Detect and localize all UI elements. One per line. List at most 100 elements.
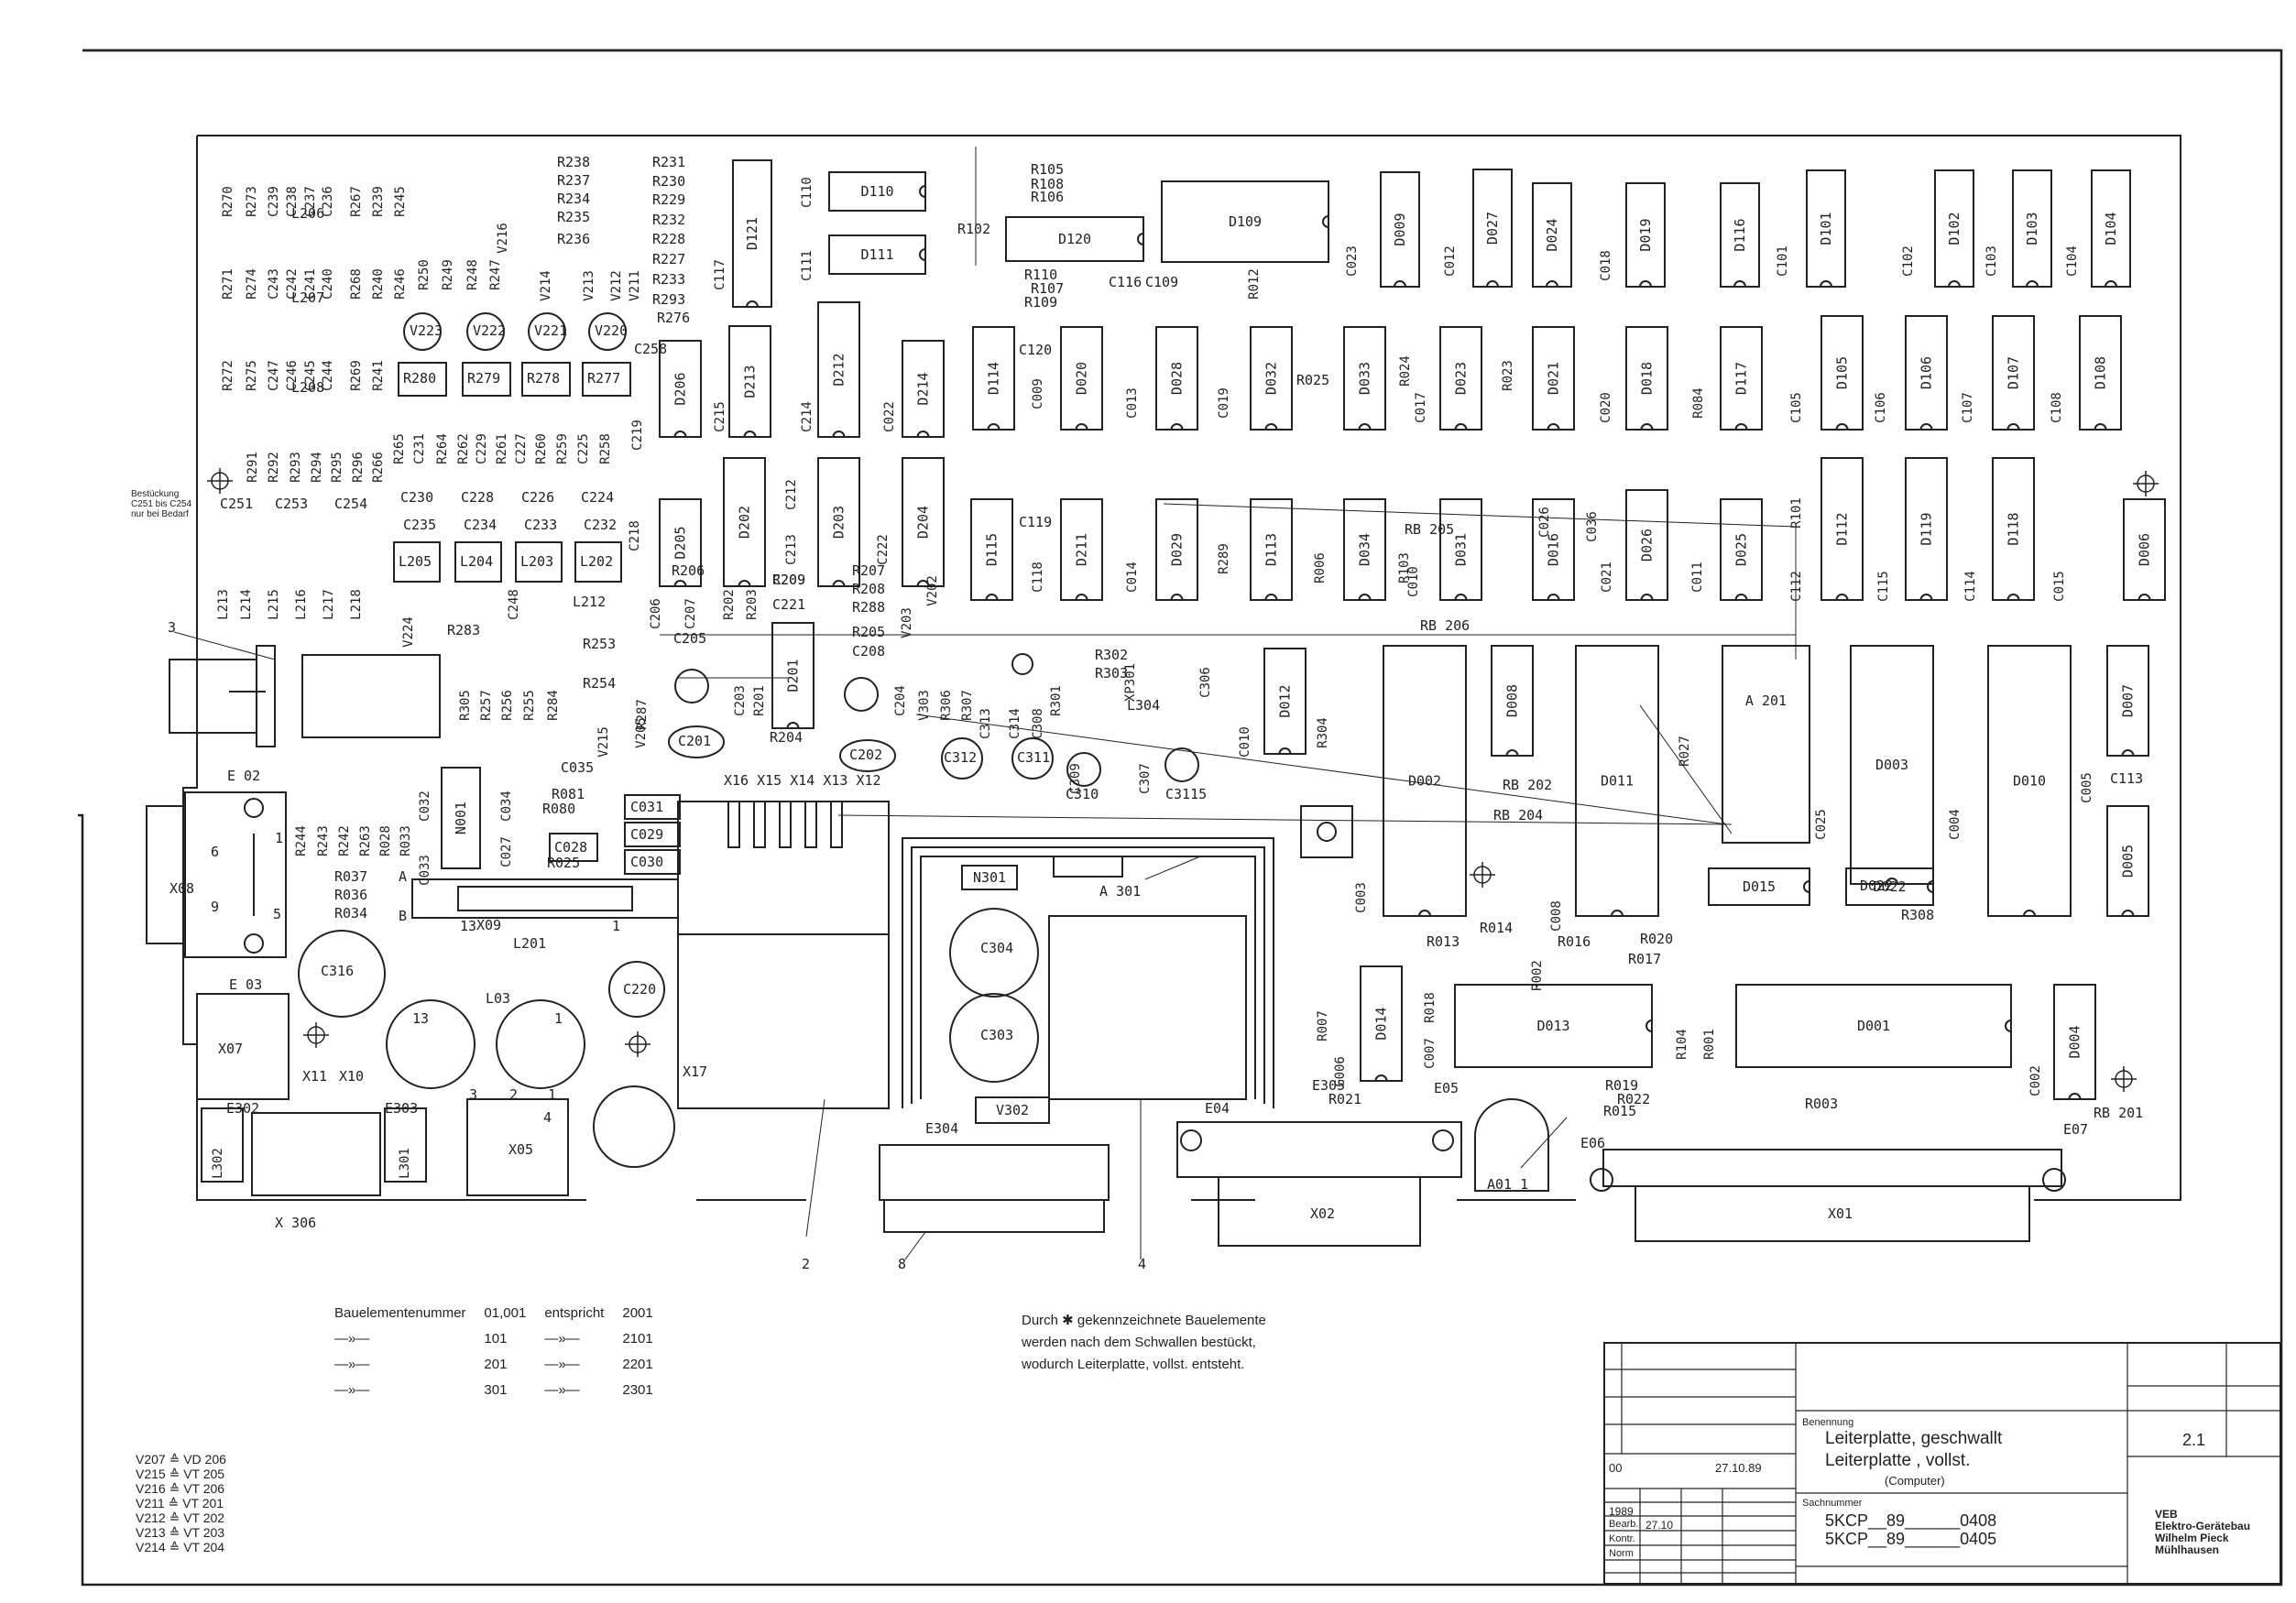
label-r272: R272 [221, 360, 235, 391]
ic-d016: D016 [1532, 498, 1575, 601]
label-r287: R287 [635, 699, 650, 730]
label-c226: C226 [521, 489, 554, 506]
label-x07: X07 [218, 1041, 243, 1057]
label-x05p4: 4 [543, 1109, 552, 1126]
numbering-cell: 201 [484, 1357, 508, 1372]
drawing-number-1: 5KCP__89______0408 [1825, 1511, 1997, 1530]
ic-label: D104 [2103, 212, 2119, 245]
label-r235: R235 [557, 209, 590, 225]
label-c238: C238 [285, 186, 300, 217]
label-x05p3: 3 [469, 1086, 477, 1103]
label-r080: R080 [542, 801, 575, 817]
label-c234: C234 [464, 517, 497, 533]
numbering-cell: —»— [544, 1357, 580, 1372]
label-r110: R110 [1024, 267, 1057, 283]
label-r105: R105 [1031, 161, 1064, 178]
label-r208: R208 [852, 581, 885, 597]
label-r237: R237 [557, 172, 590, 189]
label-c230: C230 [400, 489, 433, 506]
label-r253: R253 [583, 636, 616, 652]
label-c033: C033 [418, 855, 432, 886]
label-c104: C104 [2065, 245, 2080, 277]
label-pinA: A [399, 868, 407, 885]
ic-label: D012 [1277, 684, 1294, 717]
mounting-hole [1470, 862, 1495, 888]
label-r234: R234 [557, 191, 590, 207]
mounting-hole [2133, 471, 2159, 496]
label-v303: V303 [917, 690, 932, 721]
label-c204: C204 [893, 685, 908, 716]
ic-d106: D106 [1905, 315, 1948, 431]
ic-label: D106 [1919, 356, 1935, 389]
label-r256: R256 [500, 690, 515, 721]
ic-label: D024 [1544, 218, 1560, 251]
label-r239: R239 [371, 186, 386, 217]
ic-d002: D002 [1383, 645, 1467, 917]
label-r293: R293 [289, 452, 303, 483]
label-l216: L216 [294, 589, 309, 620]
label-l218: L218 [349, 589, 364, 620]
label-rb204: RB 204 [1493, 807, 1543, 823]
ic-d212: D212 [817, 301, 860, 438]
equivalent-line: V216 ≙ VT 206 [136, 1481, 225, 1496]
ic-label: D022 [1873, 878, 1906, 895]
ic-label: D211 [1074, 533, 1090, 566]
label-r291: R291 [246, 452, 260, 483]
label-r037: R037 [334, 868, 367, 885]
label-c233: C233 [524, 517, 557, 533]
label-c237: C237 [303, 186, 318, 217]
label-c236: C236 [321, 186, 335, 217]
label-c220: C220 [623, 981, 656, 998]
ic-label: D011 [1601, 773, 1634, 790]
label-x05: X05 [508, 1141, 533, 1158]
label-c012: C012 [1443, 245, 1458, 277]
drawn-label: Bearb. [1609, 1519, 1639, 1530]
label-pin13: 13 [412, 1010, 429, 1027]
year: 1989 [1609, 1505, 1634, 1518]
ic-d026: D026 [1625, 489, 1668, 601]
numbering-row: —»—301—»—2301 [325, 1378, 662, 1403]
label-r013: R013 [1427, 933, 1460, 950]
label-c106: C106 [1874, 392, 1888, 423]
label-r231: R231 [652, 154, 685, 170]
label-r207: R207 [852, 562, 885, 579]
ic-d004: D004 [2053, 984, 2096, 1100]
label-r302: R302 [1095, 647, 1128, 663]
designation-caption: Benennung [1802, 1417, 1854, 1428]
label-c010: C010 [1406, 566, 1421, 597]
ic-label: D034 [1357, 533, 1373, 566]
label-c311: C311 [1017, 749, 1050, 766]
ic-label: D109 [1229, 213, 1262, 230]
label-r254: R254 [583, 675, 616, 692]
label-v215: V215 [596, 726, 611, 758]
ic-label: A 201 [1745, 692, 1787, 709]
ic-label: D202 [737, 506, 753, 539]
ic-label: D213 [742, 365, 759, 398]
label-rb206: RB 206 [1420, 617, 1470, 634]
label-r245: R245 [393, 186, 408, 217]
wave-solder-note: Durch ✱ gekennzeichnete Bauelemente werd… [1022, 1310, 1266, 1376]
ic-d112: D112 [1820, 457, 1864, 601]
label-r284: R284 [546, 690, 561, 721]
label-l205: L205 [399, 553, 432, 570]
label-r023: R023 [1501, 360, 1515, 391]
ic-label: D118 [2006, 512, 2022, 545]
label-c307: C307 [1138, 763, 1153, 794]
ic-label: D114 [986, 362, 1002, 395]
ic-label: N001 [453, 802, 469, 834]
equivalent-line: V213 ≙ VT 203 [136, 1525, 225, 1540]
ic-d110: D110 [828, 171, 926, 212]
label-c032: C032 [418, 791, 432, 822]
ic-label: D003 [1875, 757, 1908, 773]
label-c207: C207 [683, 598, 698, 629]
label-r025b: R025 [547, 855, 580, 871]
numbering-row: —»—101—»—2101 [325, 1326, 662, 1352]
trace-lines [660, 147, 1797, 834]
mounting-hole [303, 1022, 329, 1048]
label-r201: R201 [752, 685, 767, 716]
label-r101: R101 [1789, 497, 1804, 529]
ic-d015: D015 [1708, 867, 1810, 906]
label-c206: C206 [649, 598, 663, 629]
label-c112: C112 [1789, 571, 1804, 602]
